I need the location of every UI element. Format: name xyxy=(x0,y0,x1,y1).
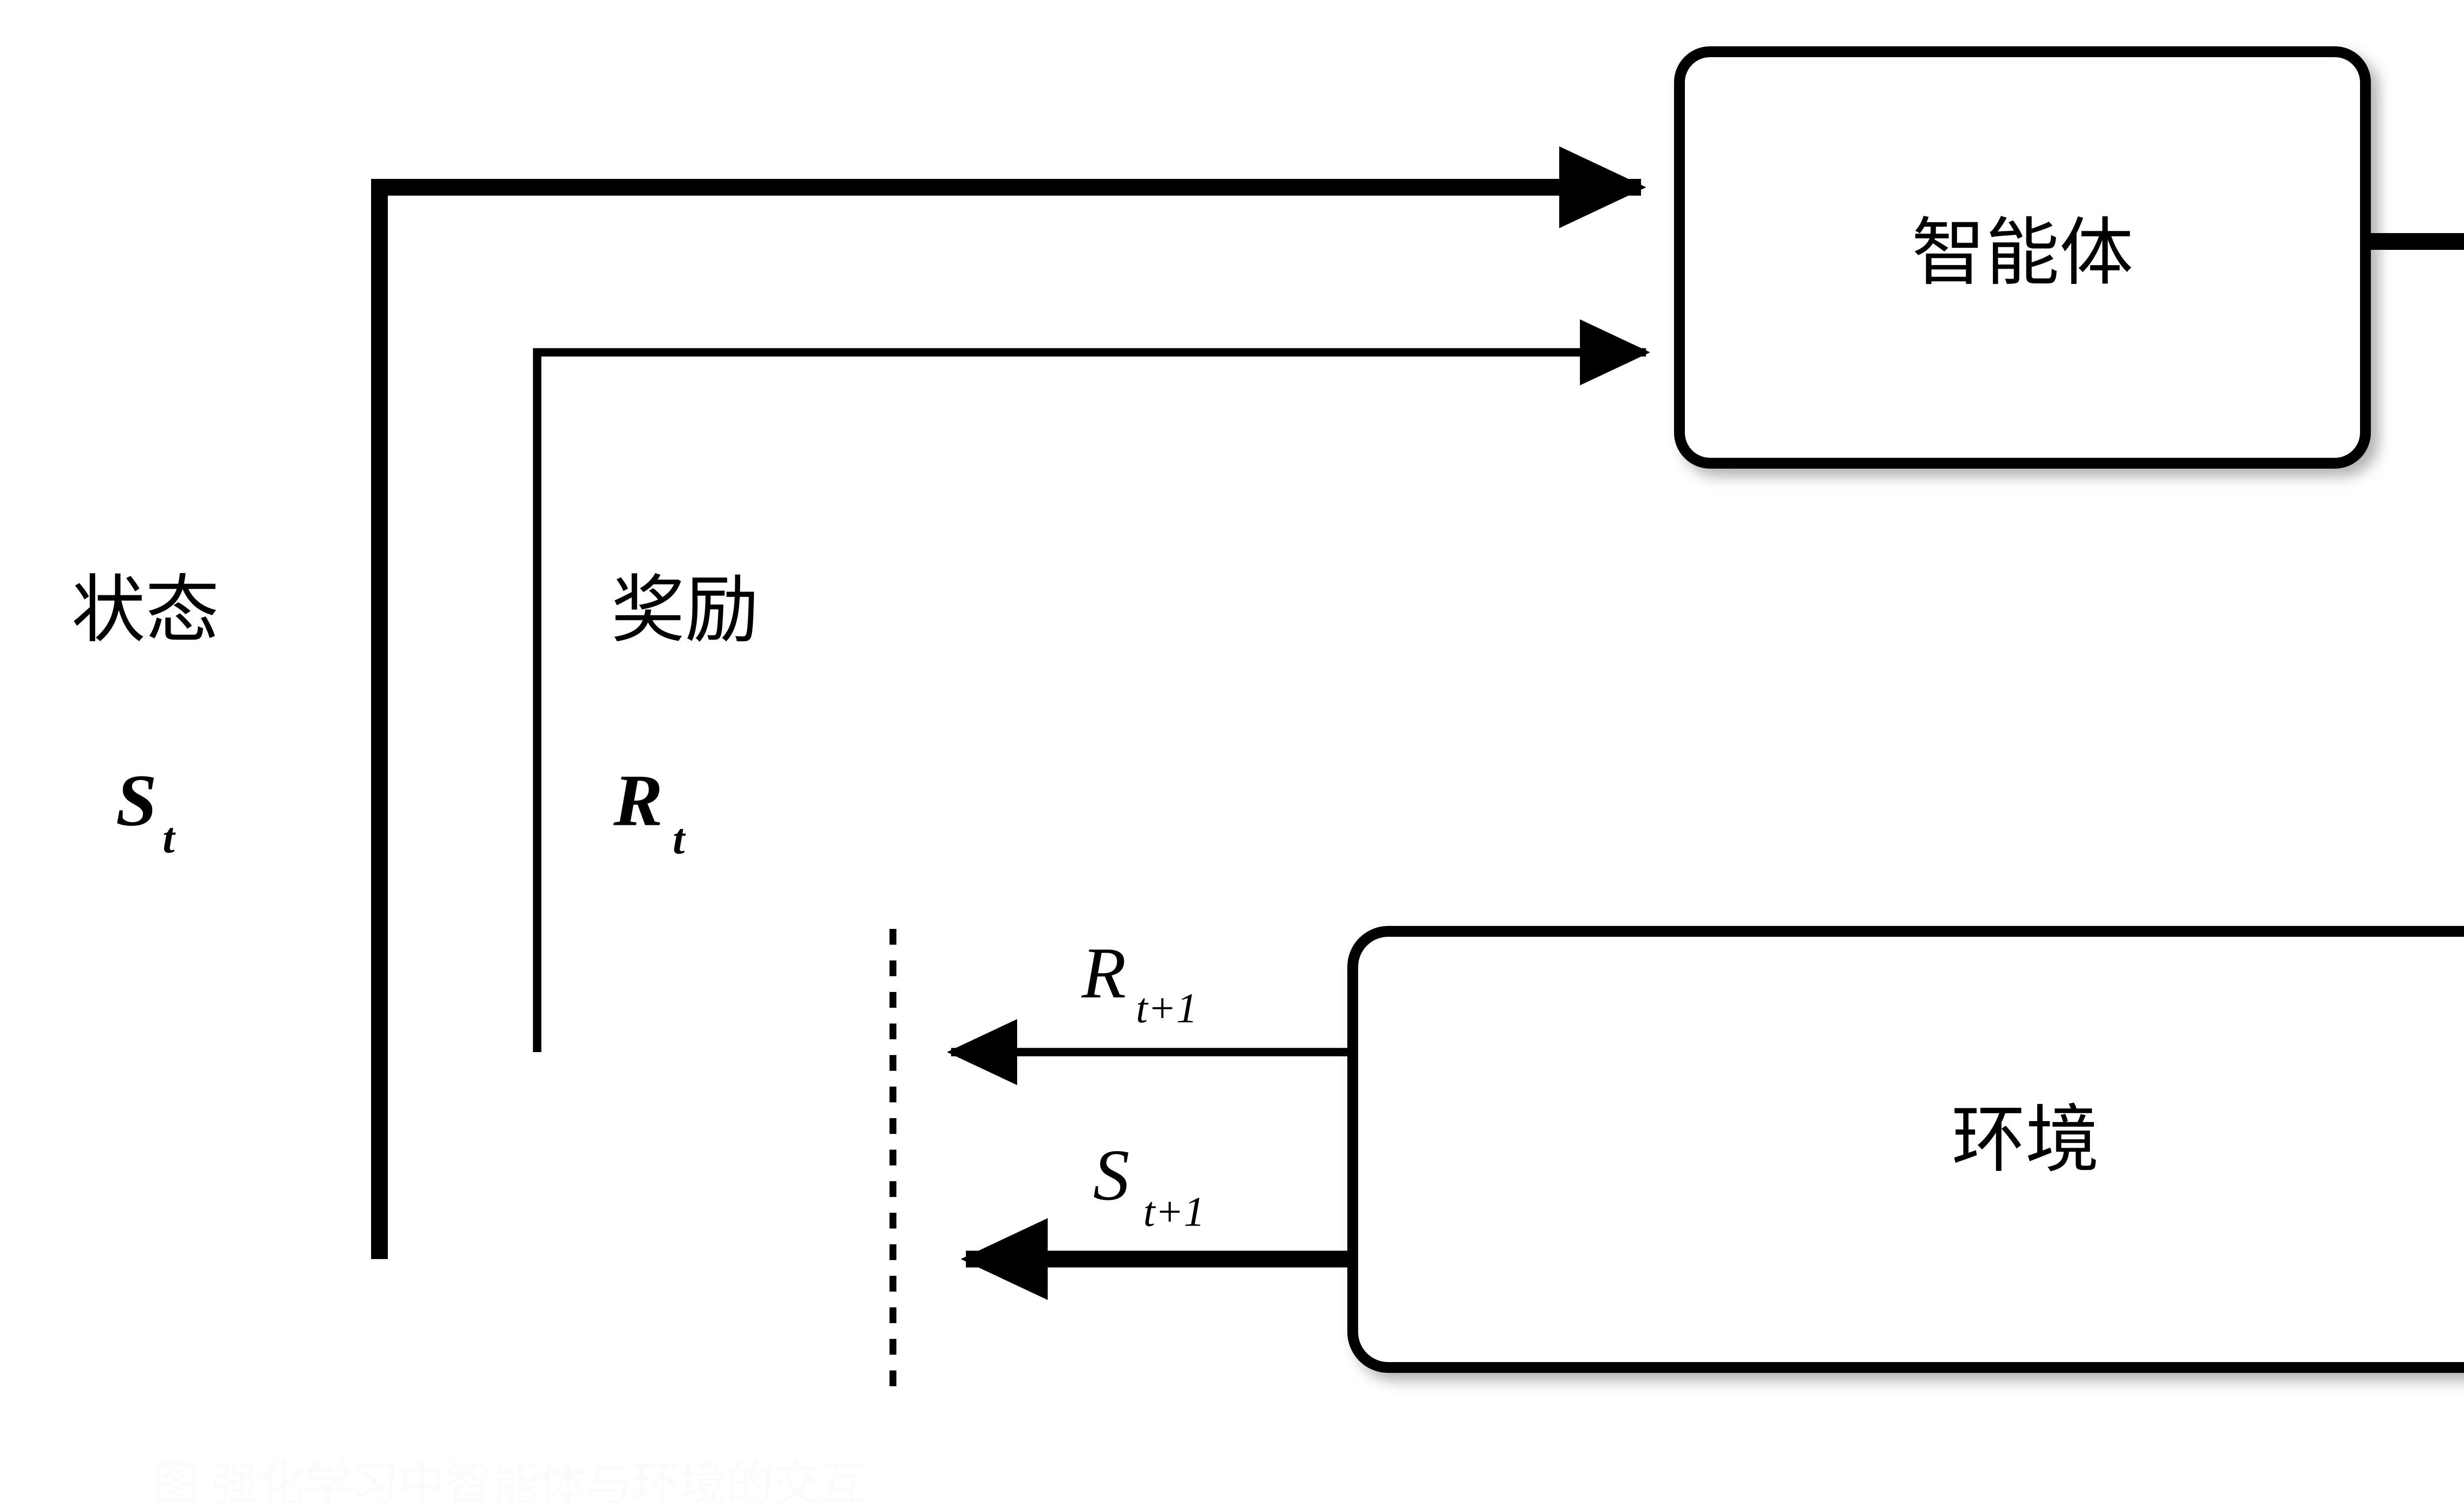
next-state-symbol: S xyxy=(1093,1135,1129,1216)
state-side-label: 状态 S t xyxy=(71,570,219,862)
edge-state-to-agent xyxy=(371,146,1646,1259)
reward-symbol: R xyxy=(613,759,663,841)
environment-box-shape xyxy=(1347,926,2464,1373)
state-symbol: S xyxy=(116,759,157,841)
environment-node[interactable]: 环境 xyxy=(1347,926,2464,1373)
reward-side-label: 奖励 R t xyxy=(611,570,759,863)
next-reward-label: R t+1 xyxy=(1081,933,1198,1032)
agent-box-label: 智能体 xyxy=(1912,212,2133,294)
next-state-label: S t+1 xyxy=(1093,1135,1205,1235)
state-symbol-subscript: t xyxy=(163,815,176,862)
state-path-line xyxy=(371,146,1646,1259)
state-label-cn: 状态 xyxy=(71,570,219,651)
next-state-subscript: t+1 xyxy=(1143,1188,1205,1235)
reward-symbol-subscript: t xyxy=(673,816,686,863)
reward-path-line xyxy=(533,319,1650,1052)
environment-box-label: 环境 xyxy=(1951,1099,2099,1181)
next-reward-subscript: t+1 xyxy=(1136,985,1198,1032)
edge-reward-to-agent xyxy=(533,319,1650,1052)
agent-box-shape xyxy=(1674,46,2371,469)
agent-node[interactable]: 智能体 xyxy=(1674,46,2371,469)
next-reward-symbol: R xyxy=(1081,933,1126,1014)
figure-caption-text: 图 强化学习中智能体与环境的交互 xyxy=(153,1458,867,1503)
figure-caption: 图 强化学习中智能体与环境的交互 xyxy=(153,1458,867,1503)
reward-label-cn: 奖励 xyxy=(611,570,759,651)
